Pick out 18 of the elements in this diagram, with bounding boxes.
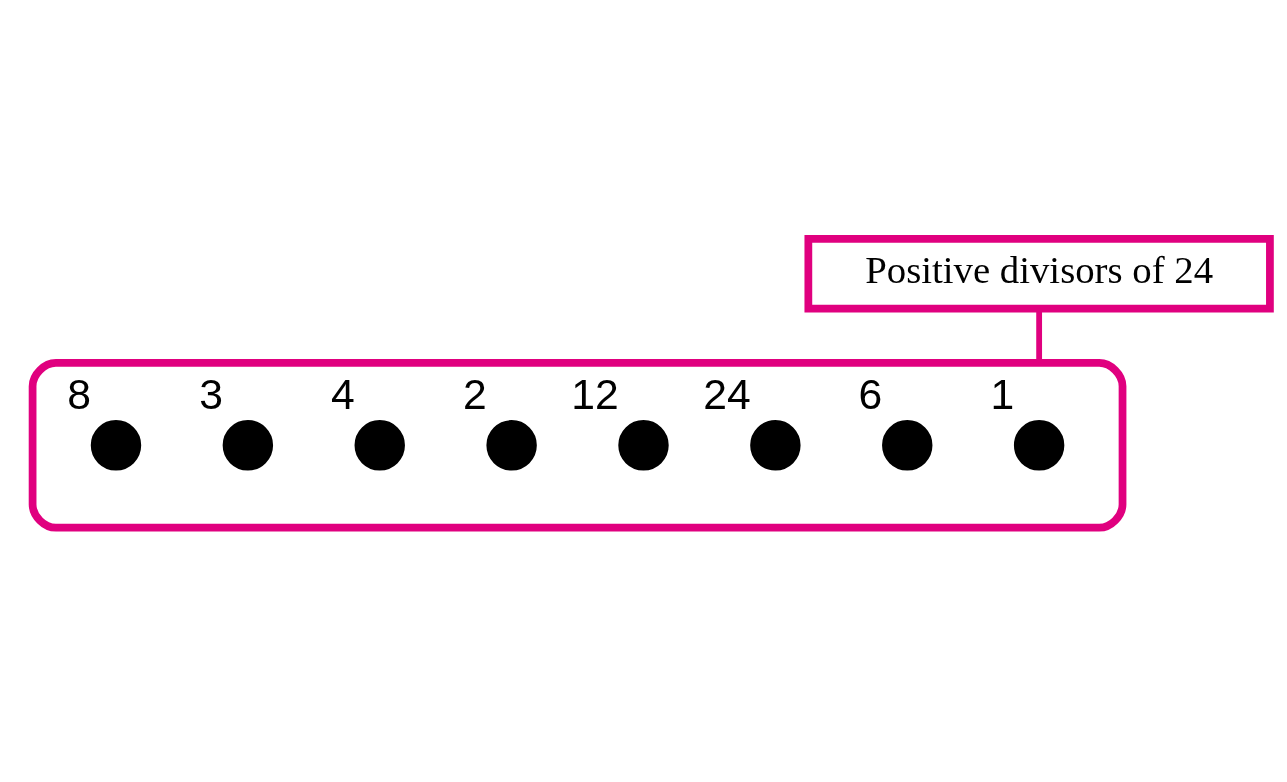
node-circle [354, 420, 405, 471]
node-label: 1 [990, 369, 1015, 418]
node-label: 24 [703, 369, 751, 418]
node-label: 12 [571, 369, 619, 418]
node-circle [90, 420, 142, 471]
node-label: 6 [858, 369, 883, 418]
node-circle [750, 420, 801, 471]
node-circle [618, 420, 669, 471]
node-label: 2 [462, 369, 487, 418]
node-label: 8 [67, 369, 91, 418]
node-label: 4 [331, 369, 355, 418]
node-circle [486, 420, 537, 471]
node-circle [222, 420, 274, 471]
cluster [28, 359, 1127, 532]
node-circle [1013, 420, 1065, 471]
node-circle [882, 420, 933, 471]
node-label: 3 [199, 369, 223, 418]
node-box: Positive divisors of 24 [804, 234, 1274, 313]
